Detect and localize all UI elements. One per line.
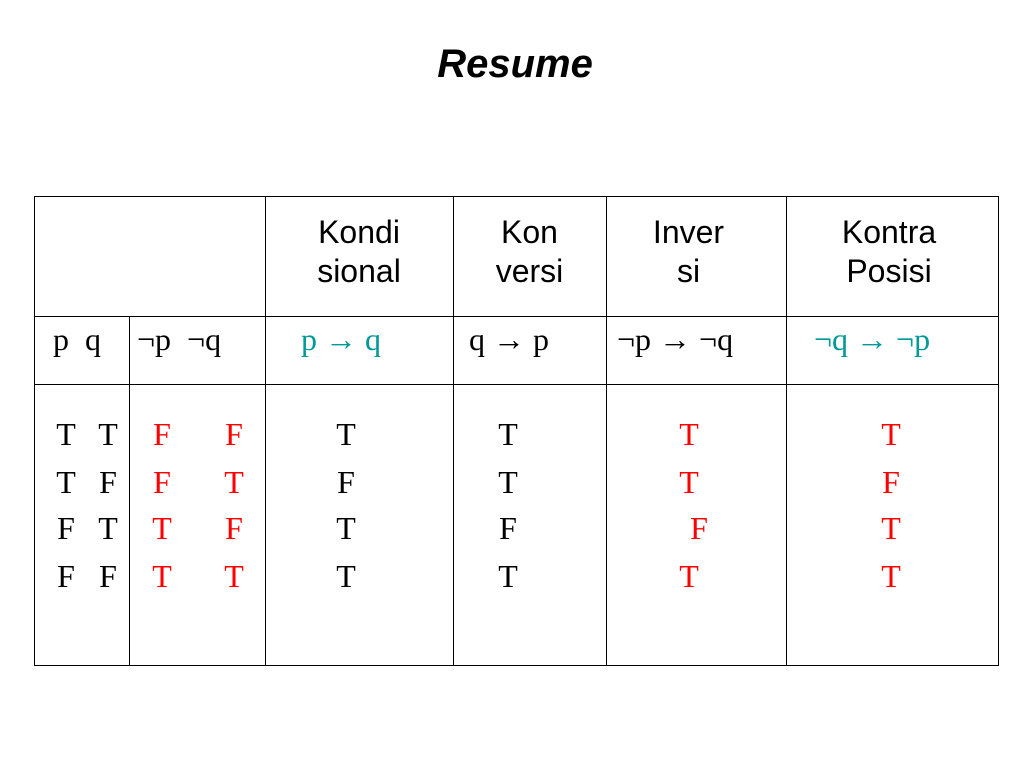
cell-q: T: [98, 416, 118, 452]
cell-kontraposisi: T: [881, 558, 901, 594]
cell-inversi: F: [690, 510, 708, 546]
header-kondisional: Kondi sional: [317, 214, 401, 289]
expr-implication: p → q: [301, 321, 381, 357]
cell-kontraposisi: F: [882, 464, 900, 500]
header-konversi: Kon versi: [495, 214, 564, 289]
expr-converse: q → p: [469, 321, 549, 357]
cell-q: T: [98, 510, 118, 546]
cell-not-q: T: [224, 558, 244, 594]
cell-not-q: F: [225, 416, 243, 452]
expr-not-p-not-q: ¬p ¬q: [137, 321, 222, 357]
cell-q: F: [99, 464, 117, 500]
cell-q: F: [99, 558, 117, 594]
cell-not-q: T: [224, 464, 244, 500]
cell-kondisional: T: [336, 416, 356, 452]
cell-kondisional: T: [336, 558, 356, 594]
cell-not-p: F: [153, 416, 171, 452]
truth-table: Kondi sional Kon versi Inver si Kontra P…: [34, 196, 999, 666]
cell-kondisional: T: [336, 510, 356, 546]
column-divider: [265, 197, 266, 666]
cell-kontraposisi: T: [881, 416, 901, 452]
cell-p: T: [56, 464, 76, 500]
cell-not-p: F: [153, 464, 171, 500]
slide-title: Resume: [437, 42, 593, 86]
cell-inversi: T: [679, 416, 699, 452]
row-divider: [35, 384, 998, 385]
cell-konversi: T: [498, 464, 518, 500]
header-inversi: Inver si: [652, 214, 725, 289]
cell-kondisional: F: [337, 464, 355, 500]
cell-p: F: [57, 558, 75, 594]
cell-kontraposisi: T: [881, 510, 901, 546]
cell-not-q: F: [225, 510, 243, 546]
cell-not-p: T: [152, 510, 172, 546]
expr-inverse: ¬p → ¬q: [617, 321, 734, 357]
column-divider: [786, 197, 787, 666]
cell-konversi: T: [498, 416, 518, 452]
header-kontraposisi: Kontra Posisi: [841, 214, 937, 289]
column-divider: [606, 197, 607, 666]
cell-inversi: T: [679, 464, 699, 500]
cell-p: T: [56, 416, 76, 452]
column-divider: [129, 316, 130, 666]
row-divider: [35, 316, 998, 317]
cell-not-p: T: [152, 558, 172, 594]
cell-konversi: T: [498, 558, 518, 594]
column-divider: [453, 197, 454, 666]
expr-p-q: p q: [53, 321, 101, 357]
expr-contrapositive: ¬q → ¬p: [814, 321, 931, 357]
cell-p: F: [57, 510, 75, 546]
cell-inversi: T: [679, 558, 699, 594]
cell-konversi: F: [499, 510, 517, 546]
